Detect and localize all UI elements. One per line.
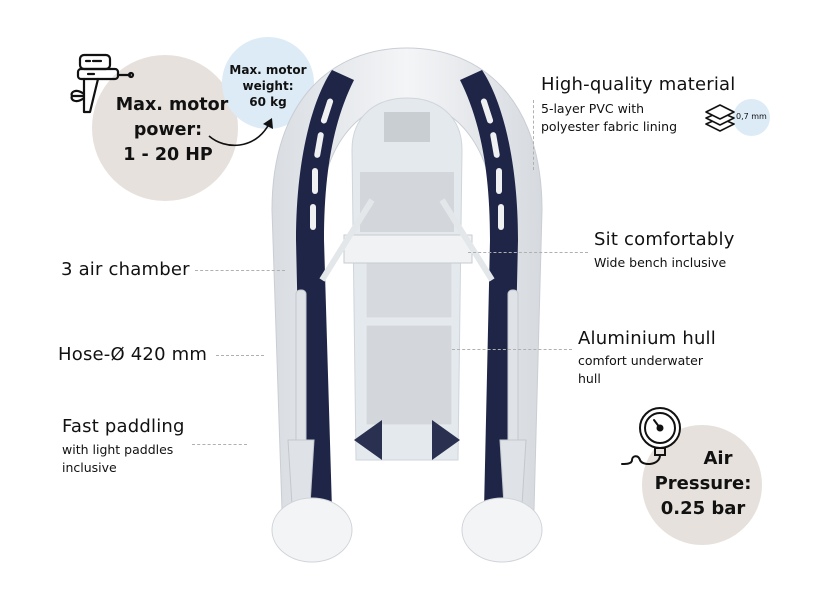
layers-icon: [705, 104, 735, 132]
material-leader-line: [533, 100, 534, 170]
air-pressure-line1: Air: [703, 448, 733, 469]
paddling-leader-line: [192, 444, 247, 445]
air-pressure-text: Air Pressure: 0.25 bar: [648, 446, 758, 521]
bench-leader-line: [468, 252, 588, 253]
thickness-value: 0,7 mm: [736, 112, 767, 121]
paddling-line2: inclusive: [62, 460, 117, 475]
hull-leader-line: [452, 349, 572, 350]
motor-power-text: Max. motor power: 1 - 20 HP: [104, 93, 232, 168]
boat-image: [271, 47, 543, 563]
paddling-title: Fast paddling: [62, 416, 185, 437]
motor-power-line2: power:: [133, 120, 203, 140]
material-line1: 5-layer PVC with: [541, 101, 645, 116]
hull-line2: hull: [578, 371, 601, 386]
thickness-badge: [733, 99, 770, 136]
curved-arrow-icon: [208, 118, 273, 147]
material-line2: polyester fabric lining: [541, 119, 678, 134]
bench-subtitle: Wide bench inclusive: [594, 255, 727, 270]
motor-power-value: 1 - 20 HP: [123, 145, 213, 165]
air-chamber-label: 3 air chamber: [61, 259, 190, 280]
hull-title: Aluminium hull: [578, 328, 716, 349]
hull-line1: comfort underwater: [578, 353, 703, 368]
motor-weight-line2: weight:: [242, 79, 294, 93]
air-chamber-leader-line: [195, 270, 285, 271]
air-pressure-value: 0.25 bar: [660, 498, 746, 519]
paddling-line1: with light paddles: [62, 442, 174, 457]
motor-weight-line1: Max. motor: [229, 63, 307, 77]
paddling-desc: with light paddles inclusive: [62, 441, 173, 477]
pressure-gauge-icon: [621, 407, 681, 465]
motor-weight-value: 60 kg: [249, 95, 287, 109]
hull-desc: comfort underwater hull: [578, 352, 703, 388]
bench-title: Sit comfortably: [594, 229, 735, 250]
motor-power-title: Max. motor: [115, 95, 229, 115]
outboard-motor-icon: [70, 53, 135, 114]
hose-leader-line: [216, 355, 264, 356]
motor-weight-text: Max. motor weight: 60 kg: [222, 62, 314, 110]
material-title: High-quality material: [541, 74, 736, 95]
material-desc: 5-layer PVC with polyester fabric lining: [541, 100, 677, 136]
air-pressure-line2: Pressure:: [654, 473, 752, 494]
hose-label: Hose-Ø 420 mm: [58, 344, 208, 365]
